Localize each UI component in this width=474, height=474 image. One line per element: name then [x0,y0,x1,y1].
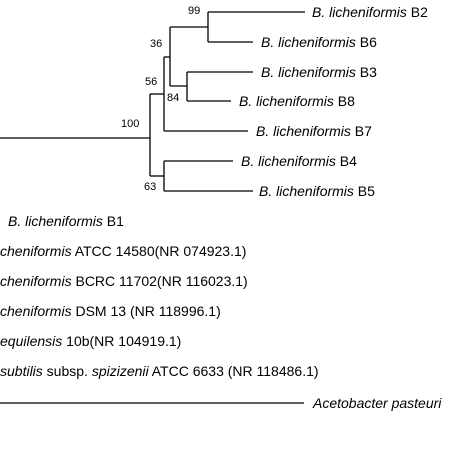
bootstrap-56: 56 [145,76,157,88]
leaf-label-atcc14580: cheniformis ATCC 14580(NR 074923.1) [0,243,246,259]
leaf-label-b3: B. licheniformis B3 [261,64,377,80]
leaf-labels: B. licheniformis B2 B. licheniformis B6 … [0,4,442,411]
leaf-label-bcrc11702: cheniformis BCRC 11702(NR 116023.1) [0,273,248,289]
leaf-label-b2: B. licheniformis B2 [312,4,428,20]
leaf-label-sequilensis: equilensis 10b(NR 104919.1) [0,333,181,349]
bootstrap-100: 100 [121,118,139,130]
leaf-label-acetobacter: Acetobacter pasteuri [312,395,442,411]
bootstrap-63: 63 [144,181,156,193]
leaf-label-subtilis: subtilis subsp. spizizenii ATCC 6633 (NR… [0,363,319,379]
bootstrap-99: 99 [188,5,200,17]
bootstrap-values: 99 36 56 84 100 63 [121,5,200,193]
leaf-label-b6: B. licheniformis B6 [261,34,377,50]
bootstrap-36: 36 [150,38,162,50]
leaf-label-b4: B. licheniformis B4 [241,153,357,169]
leaf-label-b7: B. licheniformis B7 [256,123,372,139]
leaf-label-b8: B. licheniformis B8 [239,93,355,109]
bootstrap-84: 84 [167,92,179,104]
leaf-label-b5: B. licheniformis B5 [259,183,375,199]
leaf-label-dsm13: cheniformis DSM 13 (NR 118996.1) [0,303,221,319]
tree-branches [0,11,305,404]
leaf-label-b1: B. licheniformis B1 [8,213,124,229]
